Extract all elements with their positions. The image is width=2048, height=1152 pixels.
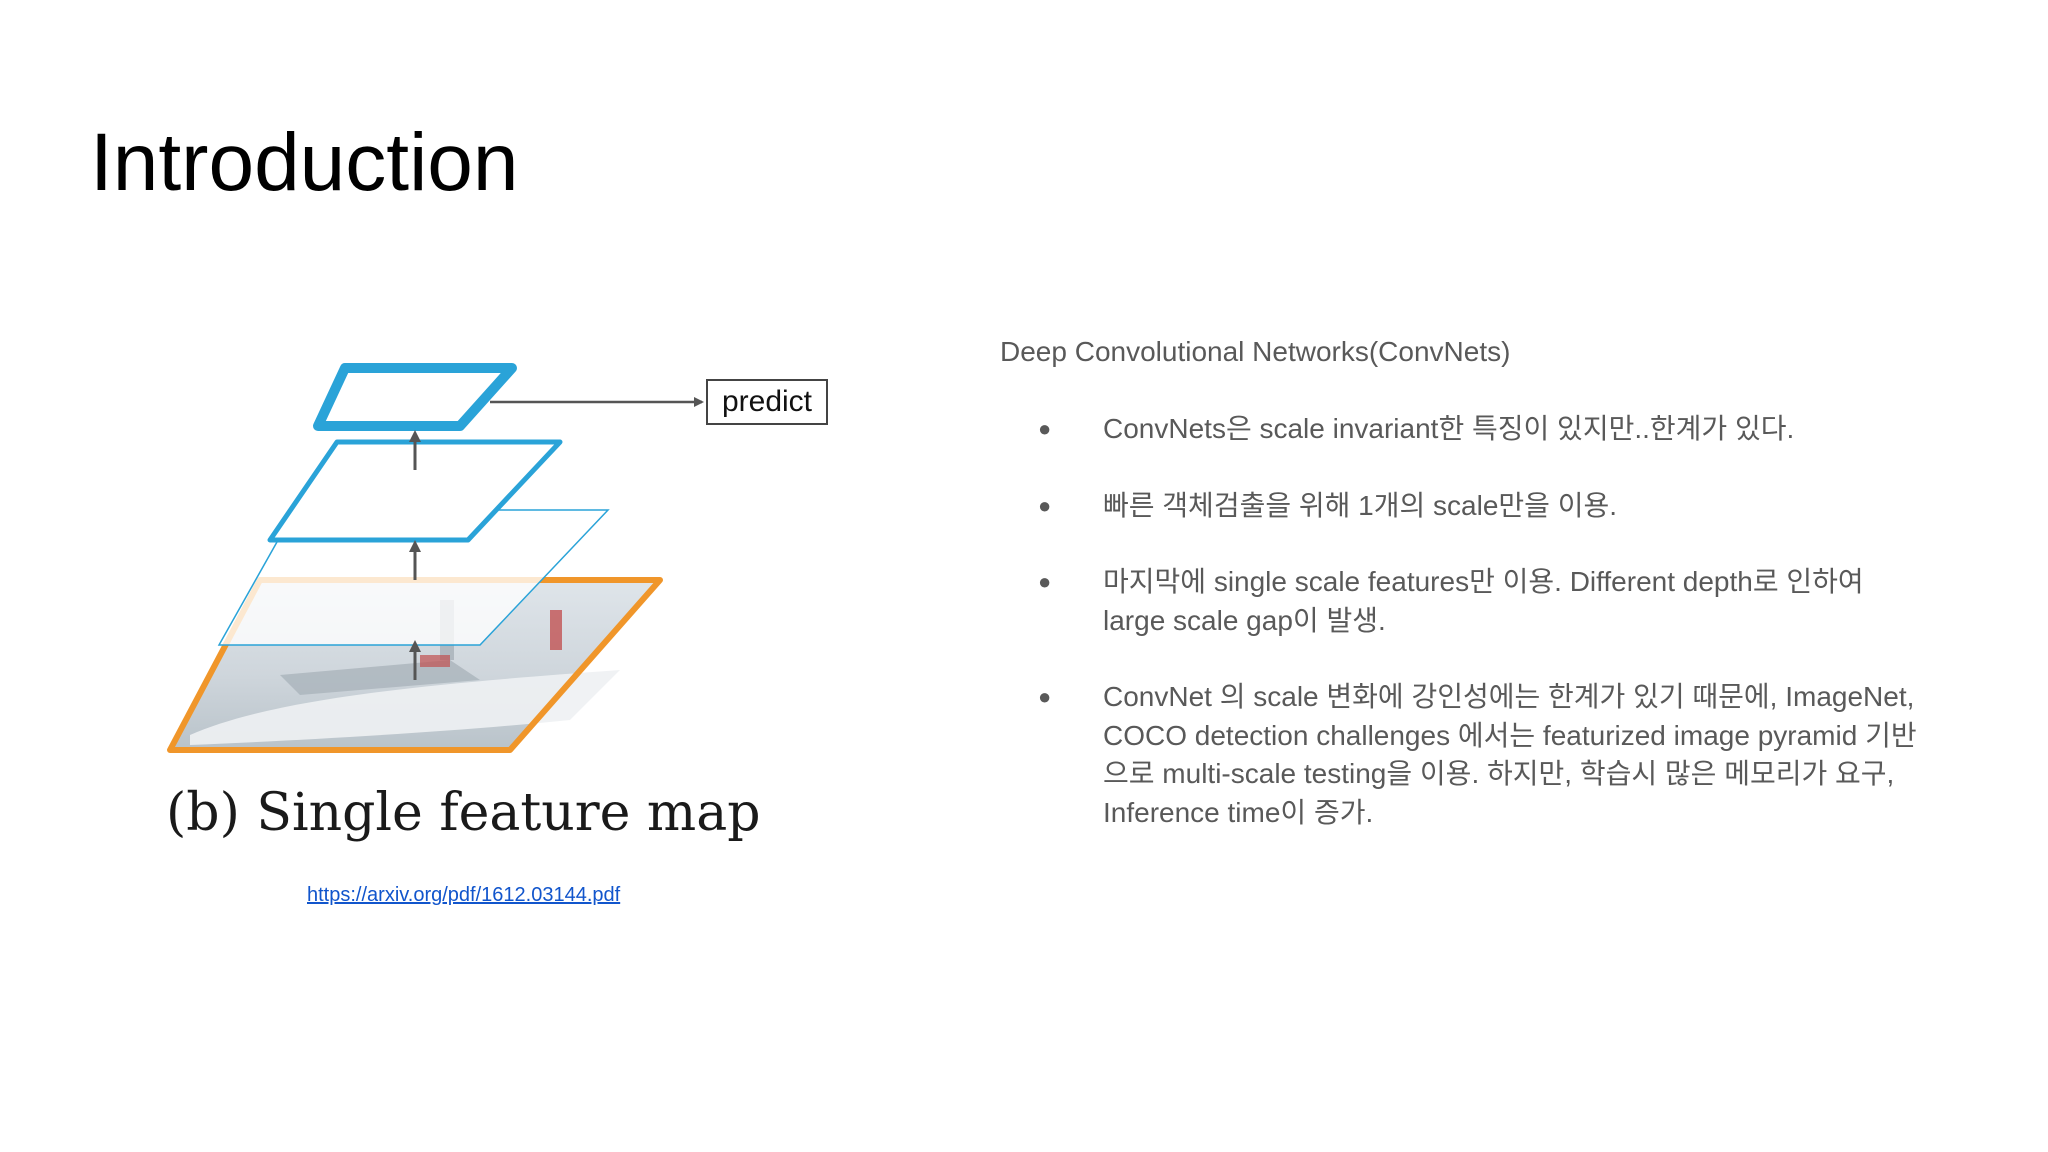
bullet-text: ConvNet 의 scale 변화에 강인성에는 한계가 있기 때문에, Im… xyxy=(1103,681,1917,828)
feature-map-diagram: predict (b) Single feature map xyxy=(166,363,828,843)
predict-box: predict xyxy=(706,379,828,425)
slide-title: Introduction xyxy=(90,117,519,208)
bullet-text: ConvNets은 scale invariant한 특징이 있지만..한계가 … xyxy=(1103,413,1795,444)
feature-map-figure: predict (b) Single feature map xyxy=(150,340,850,880)
top-feature-layer xyxy=(313,363,517,431)
content-heading: Deep Convolutional Networks(ConvNets) xyxy=(1000,336,1511,367)
predict-label: predict xyxy=(722,385,813,418)
bullet-item: ● ConvNet 의 scale 변화에 강인성에는 한계가 있기 때문에, … xyxy=(1000,678,1923,832)
bullet-text: 마지막에 single scale features만 이용. Differen… xyxy=(1103,566,1864,636)
bullet-dot-icon: ● xyxy=(1038,684,1052,709)
bullet-dot-icon: ● xyxy=(1038,416,1052,441)
bullet-dot-icon: ● xyxy=(1038,569,1052,594)
figure-caption: (b) Single feature map xyxy=(166,783,761,843)
source-link[interactable]: https://arxiv.org/pdf/1612.03144.pdf xyxy=(307,884,621,906)
bullet-item: ● 빠른 객체검출을 위해 1개의 scale만을 이용. xyxy=(1000,487,1923,526)
medium-feature-layer xyxy=(267,439,563,543)
bullet-dot-icon: ● xyxy=(1038,492,1052,518)
bullet-list: ● ConvNets은 scale invariant한 특징이 있지만..한계… xyxy=(1000,410,1960,832)
bullet-item: ● 마지막에 single scale features만 이용. Differ… xyxy=(1000,563,1923,640)
bullet-text: 빠른 객체검출을 위해 1개의 scale만을 이용. xyxy=(1103,489,1618,521)
content-panel: Deep Convolutional Networks(ConvNets) ● … xyxy=(1000,334,1960,870)
bullet-item: ● ConvNets은 scale invariant한 특징이 있지만..한계… xyxy=(1000,410,1923,449)
